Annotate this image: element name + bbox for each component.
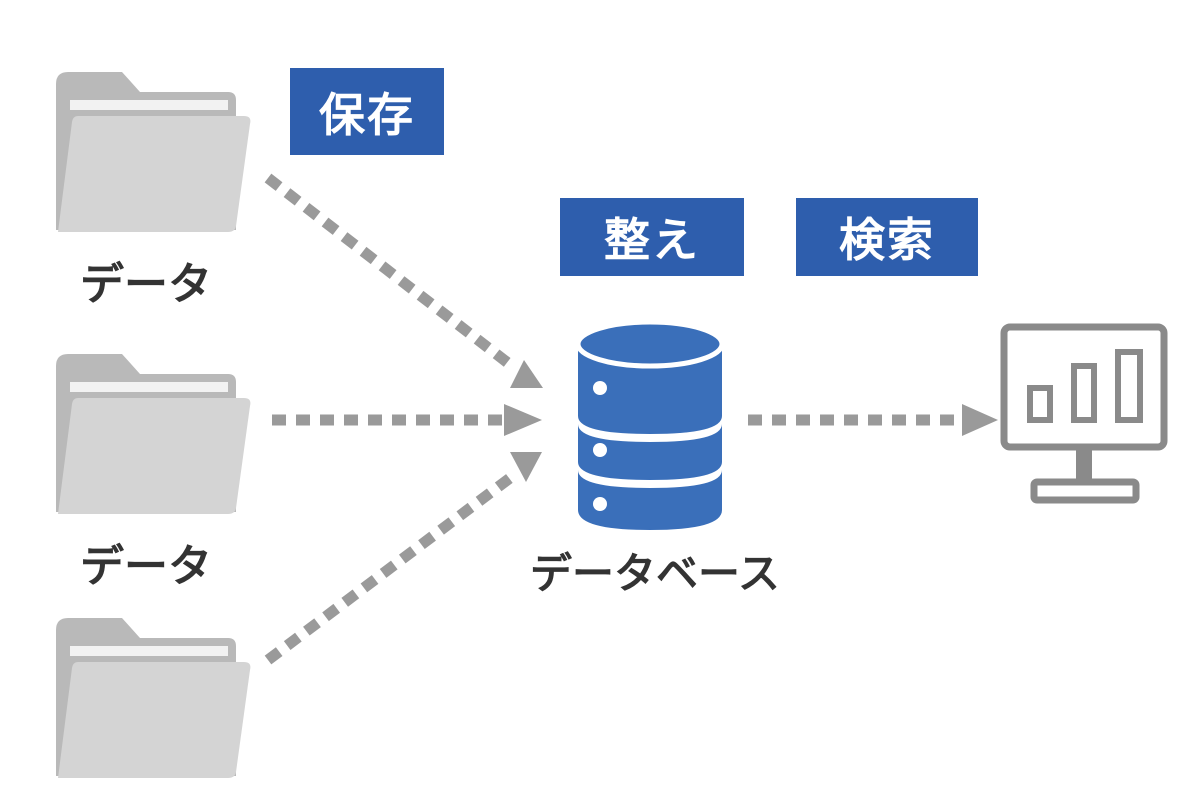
arrow-bottom (264, 452, 542, 665)
source-label-1: データ (80, 259, 212, 310)
folder-icon (56, 354, 251, 514)
monitor-chart-icon (1000, 323, 1168, 504)
tag-search: 検索 (796, 198, 978, 276)
arrow-middle (272, 404, 542, 436)
folder-icon (56, 618, 251, 778)
source-label-2: データ (80, 541, 212, 592)
tag-arrange: 整え (560, 198, 744, 276)
database-icon (575, 319, 725, 530)
arrow-output (748, 404, 998, 436)
arrow-top (264, 173, 543, 388)
tag-store: 保存 (290, 68, 444, 155)
folder-icon (56, 72, 251, 232)
database-label: データベース (530, 549, 780, 598)
